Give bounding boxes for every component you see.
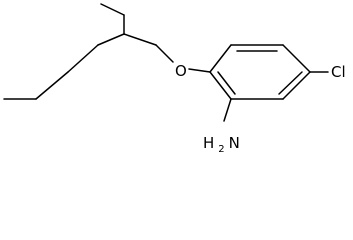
ring-bond-4 <box>282 71 311 100</box>
ring-inner-double-left <box>217 71 236 95</box>
bond-butyl-c1-c2 <box>67 44 99 73</box>
amine-n-label: N <box>229 134 240 152</box>
oxygen-label: O <box>175 62 187 80</box>
bond-butyl-c2-c3 <box>35 71 69 100</box>
ring-bond-1 <box>209 44 232 73</box>
bond-ch2-oxygen <box>155 44 174 63</box>
bond-ch-butyl-c1 <box>97 33 125 46</box>
structure-diagram: O Cl H 2 N <box>3 3 346 153</box>
ring-bond-6 <box>209 71 232 100</box>
ring-bond-3 <box>282 44 311 73</box>
bond-ethyl-ch3-ch2 <box>100 3 125 16</box>
chlorine-label: Cl <box>331 63 346 81</box>
bond-ring-amine <box>223 98 232 122</box>
ring-inner-double-right <box>278 71 303 95</box>
amine-h-count: 2 <box>218 144 224 153</box>
bond-ch-ch2o <box>123 33 157 46</box>
amine-label: H 2 N <box>203 134 240 153</box>
amine-h-label: H <box>203 134 214 152</box>
bond-oxygen-ring <box>188 68 211 73</box>
